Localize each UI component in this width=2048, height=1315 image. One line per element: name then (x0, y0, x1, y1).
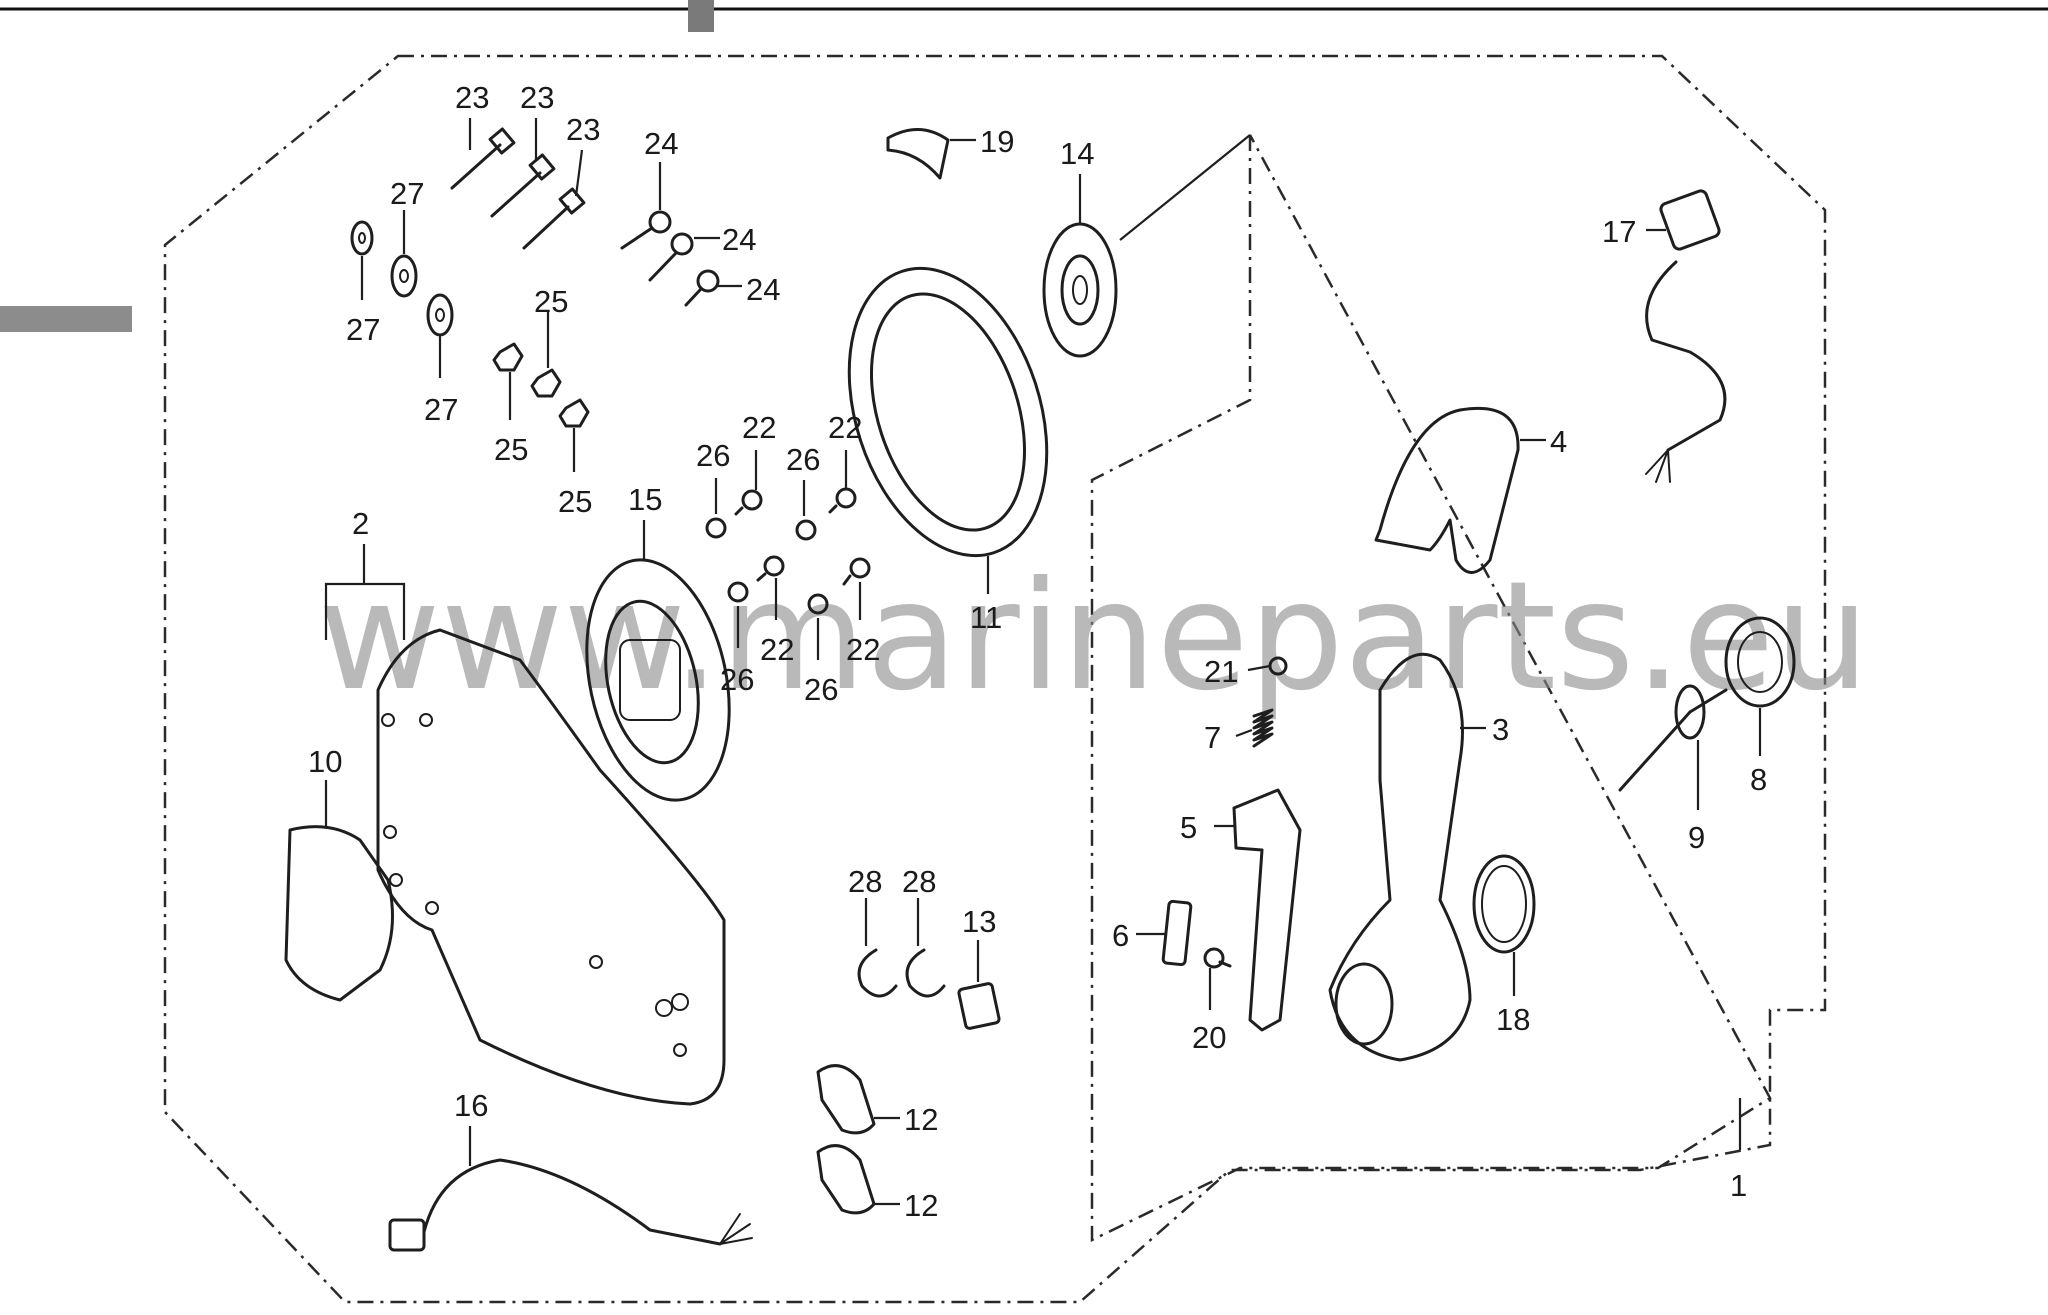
housing-2 (376, 628, 726, 1106)
harness-16 (388, 1158, 753, 1252)
callout-28-b: 28 (902, 864, 936, 899)
callout-numbers: 23 23 23 24 24 24 27 27 27 25 25 25 19 1… (308, 80, 1767, 1223)
screw-20 (1203, 947, 1232, 969)
nuts-25 (492, 342, 590, 428)
washers-27 (350, 220, 454, 337)
callout-25-c: 25 (558, 484, 592, 519)
callout-9: 9 (1688, 820, 1705, 855)
callout-11: 11 (970, 600, 1002, 635)
callout-27-b: 27 (346, 312, 380, 347)
callout-20: 20 (1192, 1020, 1226, 1055)
callout-26-d: 26 (804, 672, 838, 707)
callout-27-c: 27 (424, 392, 458, 427)
callout-6: 6 (1112, 918, 1129, 953)
callout-22-d: 22 (846, 632, 880, 667)
callout-4: 4 (1550, 424, 1567, 459)
callout-12-b: 12 (904, 1188, 938, 1223)
inner-boundary (1090, 134, 1772, 1242)
callout-28-a: 28 (848, 864, 882, 899)
callout-24-a: 24 (644, 126, 678, 161)
callout-19: 19 (980, 124, 1014, 159)
callout-5: 5 (1180, 810, 1197, 845)
plate-15 (585, 558, 731, 802)
callout-23-c: 23 (566, 112, 600, 147)
pad-10 (284, 825, 394, 1002)
screws-22-nuts-26 (705, 487, 871, 615)
ring-11 (847, 266, 1049, 558)
shaft-9 (1618, 684, 1728, 792)
callout-24-b: 24 (722, 222, 756, 257)
callout-25-a: 25 (534, 284, 568, 319)
callout-21: 21 (1204, 654, 1238, 689)
lever-3-boss (1334, 962, 1394, 1046)
callout-22-a: 22 (742, 410, 776, 445)
housing-holes (381, 713, 689, 1057)
clamp-13 (957, 982, 1001, 1030)
callout-3: 3 (1492, 712, 1509, 747)
watermark: www.marineparts.eu (318, 550, 1870, 724)
callout-7: 7 (1204, 720, 1221, 755)
callout-27-a: 27 (390, 176, 424, 211)
bolts-23 (450, 127, 586, 250)
callout-23-b: 23 (520, 80, 554, 115)
callout-26-a: 26 (696, 438, 730, 473)
cover-4 (1374, 406, 1520, 574)
gear-14 (1042, 222, 1118, 358)
top-tab-marker (688, 0, 714, 32)
callout-26-b: 26 (786, 442, 820, 477)
lever-3 (1328, 652, 1472, 1062)
callout-14: 14 (1060, 136, 1094, 171)
callout-25-b: 25 (494, 432, 528, 467)
callout-15: 15 (628, 482, 662, 517)
callout-10: 10 (308, 744, 342, 779)
screws-24 (620, 210, 720, 307)
spring-7 (1252, 708, 1274, 748)
switch-17 (1645, 189, 1727, 483)
callout-13: 13 (962, 904, 996, 939)
leader-lines (324, 118, 1762, 1206)
callout-18: 18 (1496, 1002, 1530, 1037)
callout-2: 2 (352, 506, 369, 541)
ring-8 (1724, 616, 1796, 708)
callout-17: 17 (1602, 214, 1636, 249)
callout-16: 16 (454, 1088, 488, 1123)
callout-22-b: 22 (828, 410, 862, 445)
callout-24-c: 24 (746, 272, 780, 307)
gasket-18-inner (1481, 865, 1527, 943)
callout-22-c: 22 (760, 632, 794, 667)
callout-1: 1 (1730, 1168, 1747, 1203)
callout-8: 8 (1750, 762, 1767, 797)
arm-5 (1232, 788, 1302, 1032)
callout-23-a: 23 (455, 80, 489, 115)
left-tab-marker (0, 306, 132, 332)
brackets-12 (816, 1064, 876, 1215)
outer-boundary (163, 54, 1827, 1304)
clip-19 (886, 128, 950, 180)
callout-12-a: 12 (904, 1102, 938, 1137)
callout-26-c: 26 (720, 662, 754, 697)
block-6 (1161, 899, 1193, 967)
clips-28 (857, 948, 946, 998)
gasket-18 (1472, 854, 1536, 954)
